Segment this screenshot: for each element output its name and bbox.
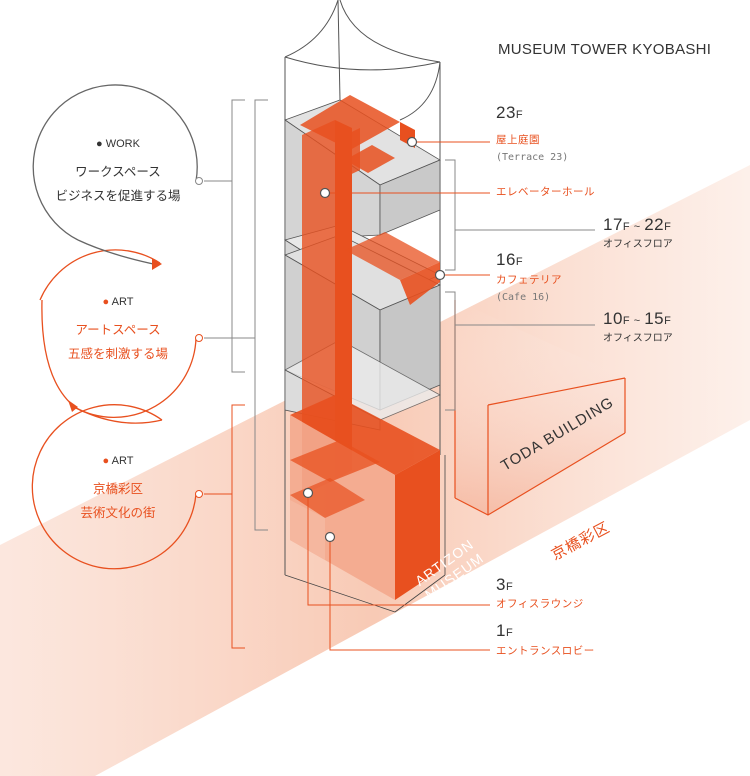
callout-lines	[307, 141, 490, 651]
floor-1f-number: 1F	[496, 621, 514, 640]
circle-work-text: ワークスペースビジネスを促進する場	[55, 164, 181, 203]
circle-art-1	[39, 249, 197, 418]
concept-circles	[31, 84, 198, 570]
circle-dots	[195, 177, 203, 498]
floor-23f-sub: (Terrace 23)	[496, 152, 569, 163]
floor-1f-name: エントランスロビー	[496, 645, 595, 657]
floor-16f-sub: (Cafe 16)	[496, 292, 551, 303]
floor-3f-name: オフィスラウンジ	[496, 598, 584, 610]
dot-16f	[434, 269, 446, 281]
callout-dots	[302, 136, 446, 543]
tower-core	[290, 95, 440, 600]
dot-elevator	[319, 187, 331, 199]
circle-art-text: アートスペース五感を刺激する場	[67, 322, 168, 361]
dot-23f	[406, 136, 418, 148]
floor-17-22f-name: オフィスフロア	[603, 239, 673, 250]
dot-3f	[302, 487, 314, 499]
circle-art-tag: ● ART	[102, 296, 134, 308]
floor-23f-name: 屋上庭園	[496, 134, 540, 146]
floor-17-22f-number: 17F ~ 22F	[603, 215, 672, 234]
right-brackets	[445, 159, 595, 411]
floor-23f-number: 23F	[496, 103, 524, 122]
circle-art2-tag: ● ART	[102, 455, 134, 467]
elevator-hall-label: エレベーターホール	[496, 186, 595, 198]
floor-10-15f-name: オフィスフロア	[603, 333, 673, 344]
floor-16f-number: 16F	[496, 250, 524, 269]
circle-art2-text: 京橋彩区芸術文化の街	[80, 481, 156, 520]
floor-3f-number: 3F	[496, 575, 514, 594]
circle-work	[32, 84, 198, 241]
circle-art-2	[31, 404, 197, 570]
page-title: MUSEUM TOWER KYOBASHI	[498, 41, 712, 58]
circle-arrows	[68, 258, 162, 412]
left-brackets	[204, 99, 268, 649]
floor-10-15f-number: 10F ~ 15F	[603, 309, 672, 328]
dot-1f	[324, 531, 336, 543]
floor-16f-name: カフェテリア	[496, 274, 562, 286]
circle-work-tag: ● WORK	[96, 138, 140, 150]
